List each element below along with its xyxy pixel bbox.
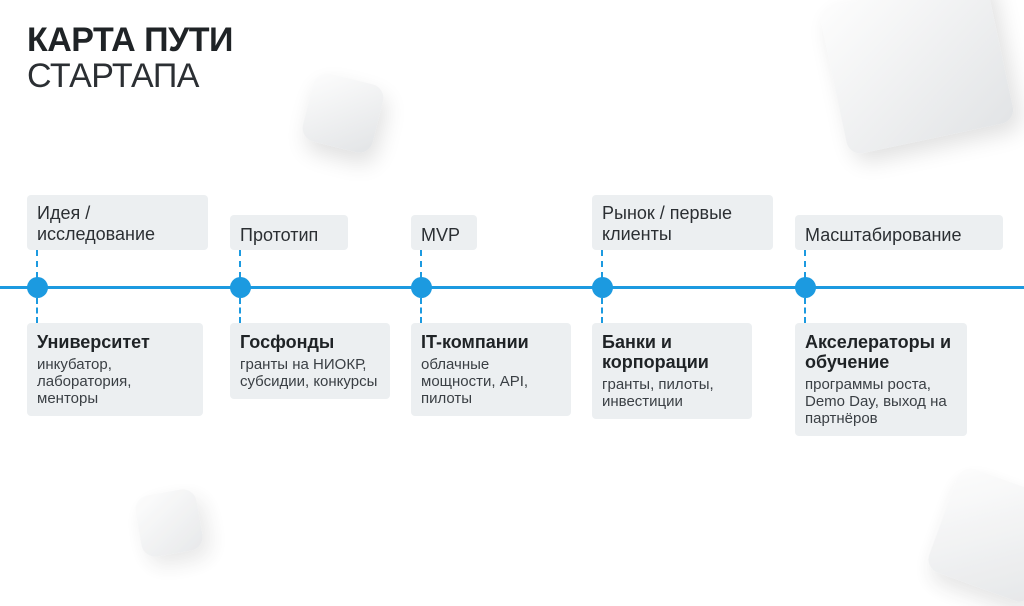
stage-label: Прототип: [230, 215, 348, 250]
connector-top: [239, 250, 241, 278]
support-details: инкубатор, лаборатория, менторы: [37, 356, 132, 407]
support-details: гранты, пилоты, инвестиции: [602, 376, 714, 410]
title-line-1: КАРТА ПУТИ: [27, 21, 233, 59]
decorative-cube: [133, 487, 205, 559]
support-source: Госфонды: [240, 332, 335, 352]
timeline-node: [795, 277, 816, 298]
timeline-node: [27, 277, 48, 298]
connector-top: [36, 250, 38, 278]
timeline-line: [0, 286, 1024, 289]
decorative-cube: [924, 464, 1024, 606]
support-details: гранты на НИОКР, субсидии, конкурсы: [240, 356, 378, 390]
support-details: программы роста, Demo Day, выход на парт…: [805, 376, 947, 427]
support-card: Университет инкубатор, лаборатория, мент…: [27, 323, 203, 416]
decorative-cube: [818, 0, 1016, 157]
support-card: IT-компании облачные мощности, API, пило…: [411, 323, 571, 416]
connector-bottom: [36, 298, 38, 323]
stage-label: Масштабирование: [795, 215, 1003, 250]
support-source: Акселераторы и обучение: [805, 332, 952, 372]
timeline-node: [230, 277, 251, 298]
timeline-node: [411, 277, 432, 298]
support-card: Госфонды гранты на НИОКР, субсидии, конк…: [230, 323, 390, 399]
support-card: Банки и корпорации гранты, пилоты, инвес…: [592, 323, 752, 419]
stage-label: MVP: [411, 215, 477, 250]
connector-bottom: [420, 298, 422, 323]
connector-bottom: [601, 298, 603, 323]
connector-bottom: [804, 298, 806, 323]
support-source: Университет: [37, 332, 150, 352]
timeline-node: [592, 277, 613, 298]
support-source: Банки и корпорации: [602, 332, 709, 372]
stage-label: Рынок / первые клиенты: [592, 195, 773, 250]
connector-top: [420, 250, 422, 278]
title-line-2: СТАРТАПА: [27, 57, 199, 95]
connector-top: [804, 250, 806, 278]
support-source: IT-компании: [421, 332, 529, 352]
support-details: облачные мощности, API, пилоты: [421, 356, 529, 407]
support-card: Акселераторы и обучение программы роста,…: [795, 323, 967, 436]
connector-bottom: [239, 298, 241, 323]
stage-label: Идея / исследование: [27, 195, 208, 250]
connector-top: [601, 250, 603, 278]
decorative-cube: [299, 70, 387, 156]
page-title: КАРТА ПУТИ СТАРТАПА: [27, 22, 233, 94]
